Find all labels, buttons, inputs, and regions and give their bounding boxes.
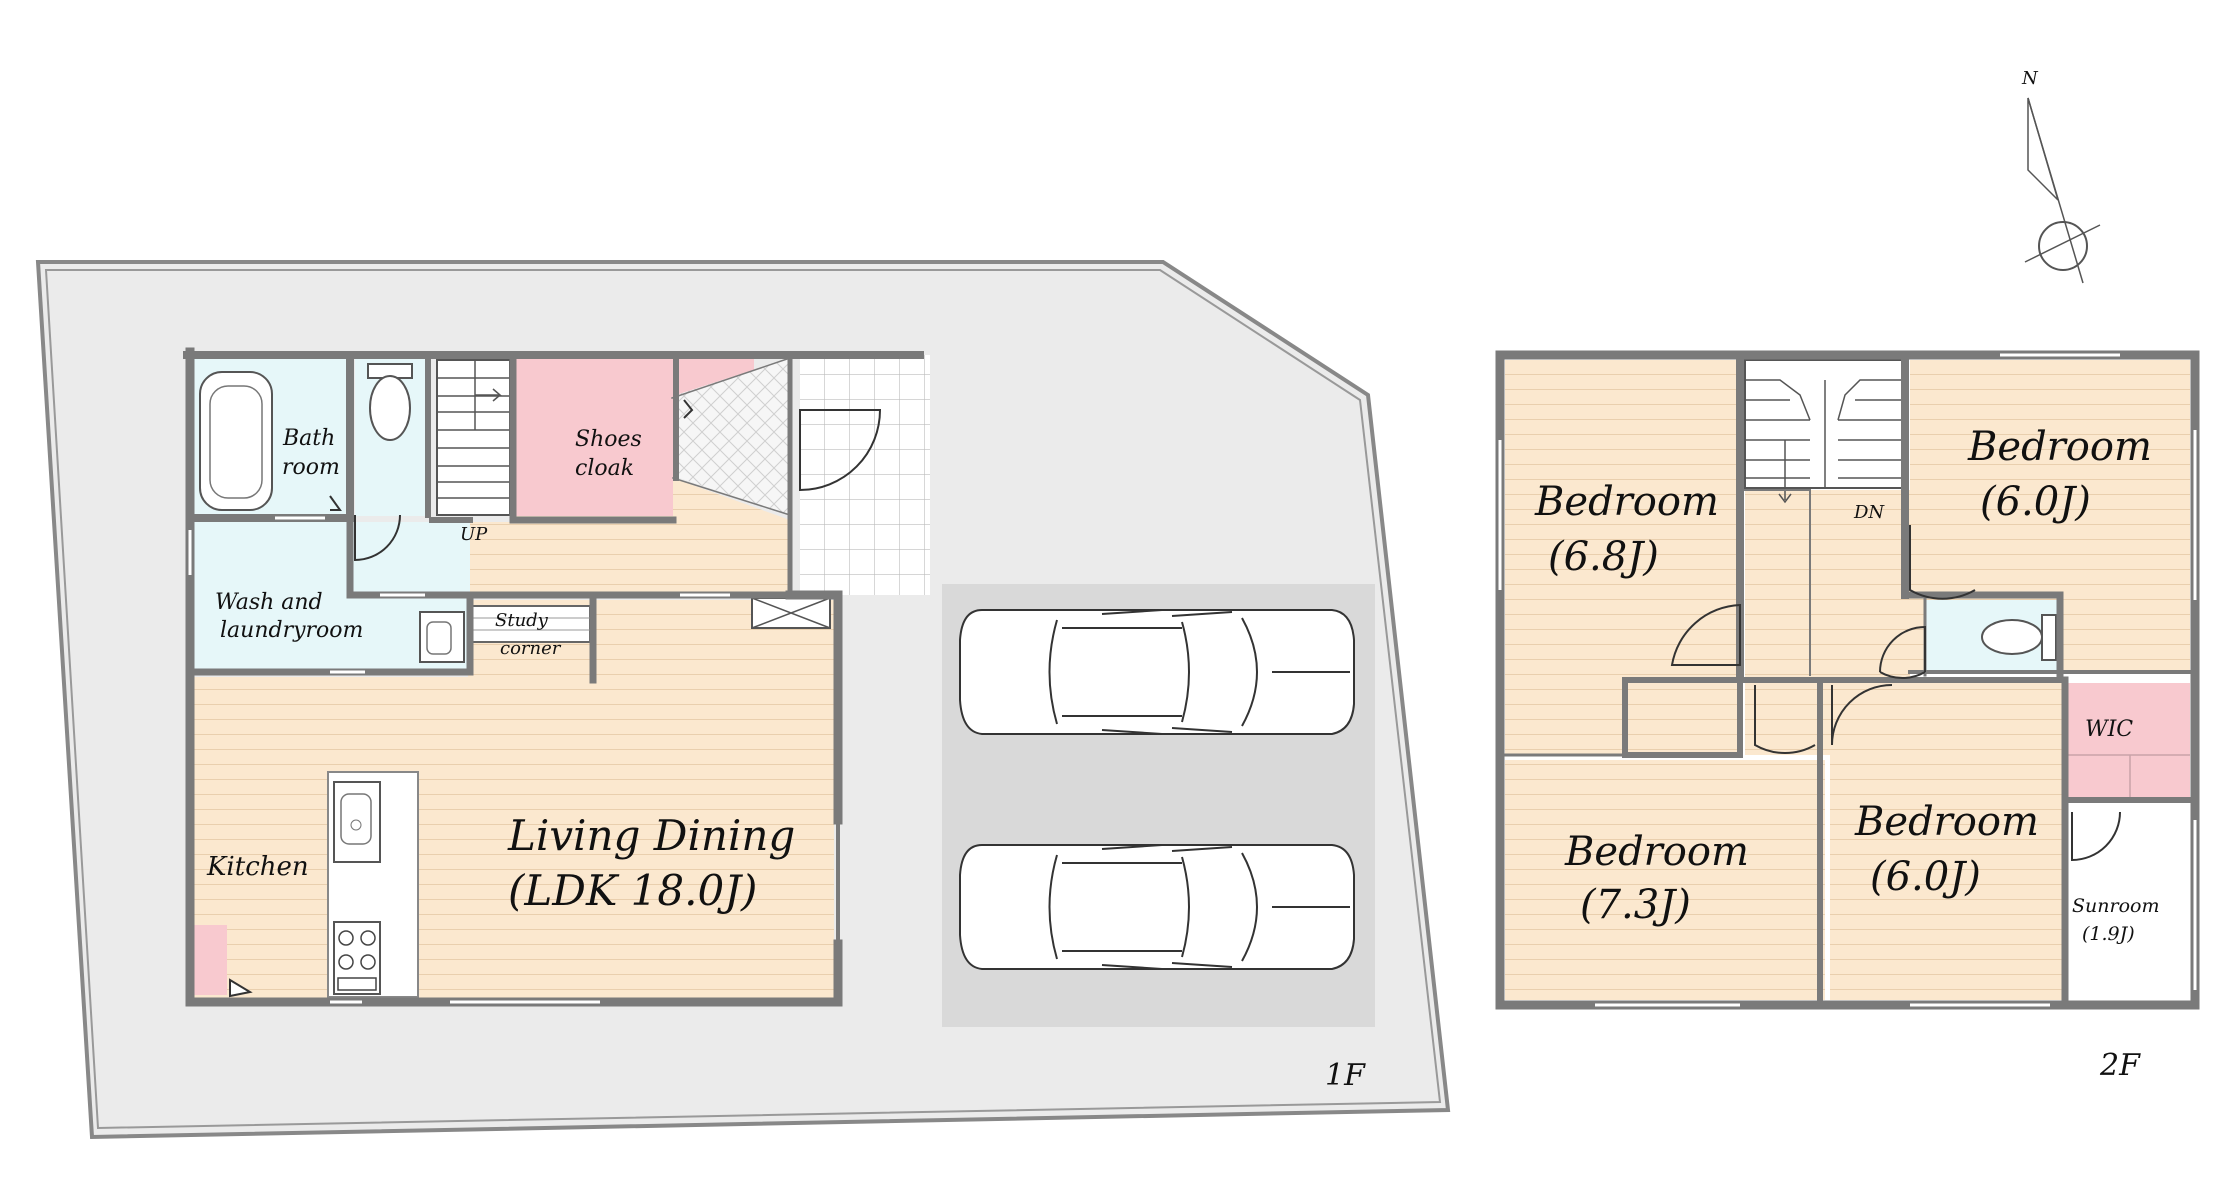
sink-icon: [419, 611, 465, 663]
shoes-label: Shoes: [575, 427, 642, 452]
car-icon: [959, 844, 1355, 970]
dn-label: DN: [1853, 502, 1885, 523]
car-icon: [959, 609, 1355, 735]
compass-label: N: [2021, 68, 2039, 89]
bedroom-se-label: Bedroom: [1854, 799, 2039, 845]
sunroom-label: Sunroom: [2072, 895, 2159, 917]
pantry-floor: [192, 925, 227, 995]
study-label: Study: [495, 610, 549, 631]
stove-icon: [333, 921, 381, 995]
wash-label-2: laundryroom: [220, 618, 363, 643]
svg-text:Living Dining(LDK 18.0J): Living Dining (LDK 18.0J): [507, 811, 795, 915]
svg-text:Bedroom(6.0J): Bedroom (6.0J): [1854, 799, 2039, 900]
stair-icon: [1744, 359, 1904, 504]
bedroom-sw-label: Bedroom: [1564, 829, 1749, 875]
bedroom-nw-label: Bedroom: [1534, 479, 1719, 525]
bedroom-sw-floor: [1505, 760, 1825, 1000]
ldk-label-2: (LDK 18.0J): [508, 866, 757, 915]
sunroom-floor: [2068, 805, 2190, 1000]
svg-text:Bedroom(7.3J): Bedroom (7.3J): [1564, 829, 1749, 928]
bedroom-ne-size: (6.0J): [1980, 479, 2091, 525]
ldk-floor: [192, 677, 834, 1000]
bathtub-icon: [199, 371, 273, 511]
closet-icon: [751, 597, 831, 629]
toilet-icon: [367, 363, 413, 441]
ldk-label: Living Dining: [507, 811, 795, 860]
kitchen-sink-icon: [333, 781, 381, 863]
toilet-icon: [1981, 614, 2057, 661]
shoes-floor: [515, 358, 673, 516]
svg-text:Bedroom(6.0J): Bedroom (6.0J): [1967, 424, 2152, 525]
sunroom-size: (1.9J): [2082, 923, 2135, 945]
windows-2f: [1498, 353, 2197, 1007]
walls-2f: [1495, 350, 2200, 1010]
kitchen-label: Kitchen: [206, 852, 309, 882]
floor-1-label: 1F: [1325, 1058, 1366, 1093]
bath-label-2: room: [282, 455, 340, 480]
floor-2-label: 2F: [2099, 1048, 2141, 1083]
stair-icon: [436, 359, 511, 516]
bedroom-se-floor: [1830, 680, 2065, 1000]
svg-text:Bedroom(6.8J): Bedroom (6.8J): [1534, 479, 1719, 580]
bedroom-sw-size: (7.3J): [1580, 882, 1691, 928]
wic-floor: [2068, 683, 2190, 798]
floor-2: Bedroom (6.8J) Bedroom (6.0J) DN Bedroom (7…: [1495, 350, 2200, 1083]
entrance-floor: [679, 358, 790, 515]
compass-icon: N: [2021, 68, 2101, 284]
floor-1: Bath room Shoes cloak UP Wash and laundryro…: [35, 260, 1451, 1140]
windows-1f: [188, 516, 730, 1004]
bedroom-ne-label: Bedroom: [1967, 424, 2152, 470]
wic-shelves: [2068, 754, 2190, 798]
doors-2f: [1670, 525, 2121, 862]
study-label-2: corner: [500, 638, 562, 659]
wic-label: WIC: [2085, 717, 2133, 742]
bedroom-nw-size: (6.8J): [1548, 534, 1659, 580]
wash-label: Wash and: [215, 590, 323, 615]
site-lot-inner: [44, 269, 1442, 1130]
doors-1f: [229, 399, 882, 998]
up-label: UP: [460, 524, 488, 545]
bedroom-se-size: (6.0J): [1870, 854, 1981, 900]
porch-tiles: [800, 355, 930, 595]
study-desk: [469, 605, 591, 643]
svg-text:Sunroom(1.9J): Sunroom (1.9J): [2072, 895, 2159, 945]
bath-label: Bath: [282, 426, 335, 451]
shoes-label-2: cloak: [575, 456, 634, 481]
